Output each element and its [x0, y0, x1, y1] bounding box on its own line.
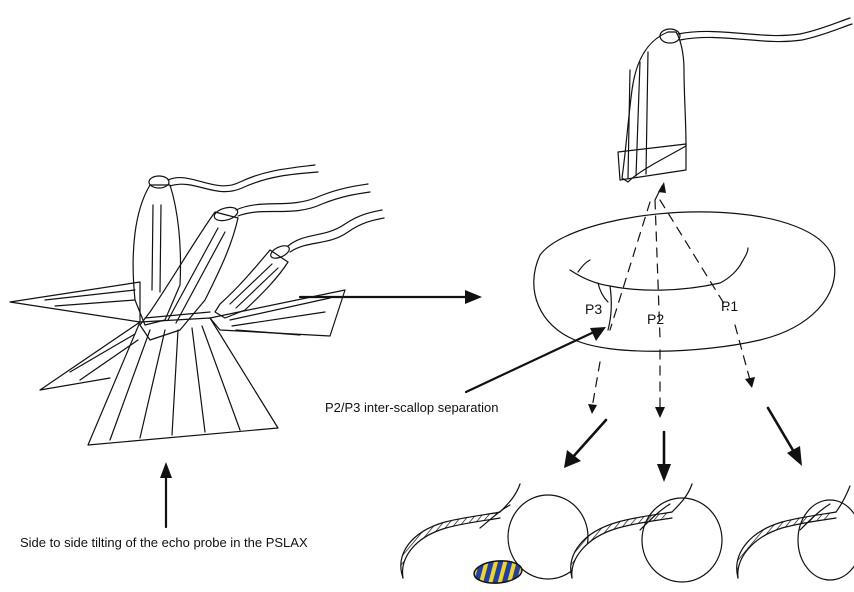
echo-view-p2 — [571, 484, 722, 582]
tilt-caption: Side to side tilting of the echo probe i… — [20, 535, 308, 550]
scallop-label-p3: P3 — [585, 301, 602, 317]
arrow-to-view-p3 — [572, 420, 606, 458]
imaging-plane-left — [10, 282, 140, 322]
separation-pointer — [466, 327, 606, 392]
tilt-arrow — [160, 462, 172, 527]
echo-view-p3 — [401, 484, 588, 585]
probe-top-right — [618, 18, 852, 182]
mitral-valve-ring — [534, 212, 835, 351]
scallop-label-p1: P1 — [721, 298, 738, 314]
transition-arrow — [300, 290, 482, 304]
highlighted-separation — [473, 559, 523, 585]
scallop-label-p2: P2 — [647, 311, 664, 327]
echo-view-p1 — [737, 486, 854, 580]
separation-caption: P2/P3 inter-scallop separation — [325, 400, 498, 415]
arrow-to-view-p1 — [768, 408, 794, 452]
imaging-plane-center — [88, 318, 278, 445]
